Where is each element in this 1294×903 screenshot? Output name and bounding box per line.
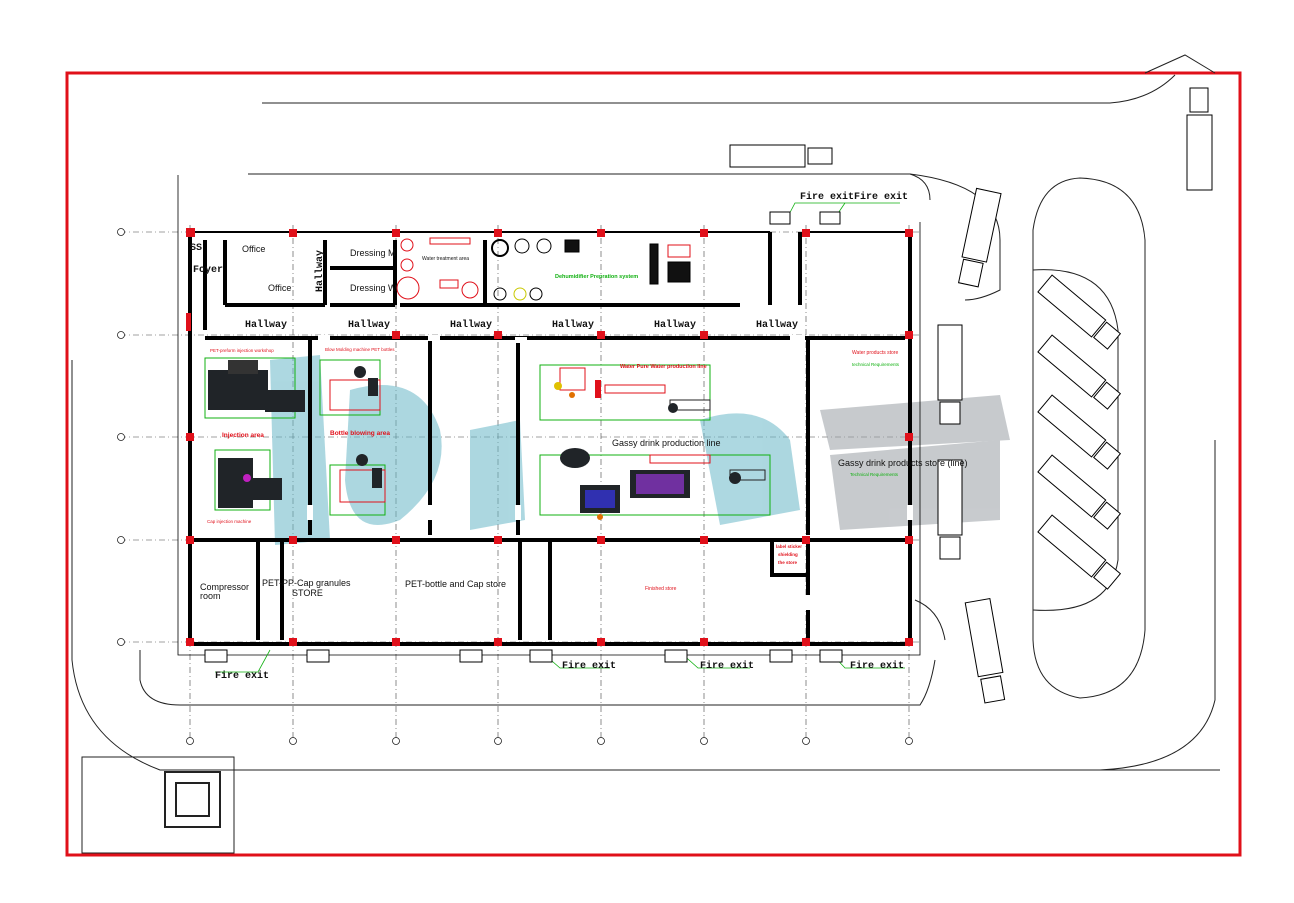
water-production-line <box>539 364 711 421</box>
label-compressor-2: room <box>200 591 221 601</box>
label-technical-req-2: Technical Requirements <box>850 472 899 477</box>
label-compressor-1: Compressor <box>200 582 249 592</box>
bottle-blowing-machines <box>319 359 386 516</box>
label-ss: SS <box>190 242 202 252</box>
label-foyer: Foyer <box>193 265 223 276</box>
label-fire-exit-top: Fire exitFire exit <box>800 191 908 203</box>
label-hallway-side: Hallway <box>314 250 326 292</box>
gassy-drink-line <box>539 448 771 520</box>
structural-columns <box>186 228 913 646</box>
label-pet-pp-store-2: STORE <box>292 588 323 598</box>
label-pet-bottle-store: PET-bottle and Cap store <box>405 579 506 589</box>
label-water-treatment: Water treatment area <box>422 256 469 262</box>
label-pet-preform: PET-preform injection workshop <box>210 348 274 353</box>
label-office-1: Office <box>242 244 265 254</box>
label-fire-exit-2: Fire exit <box>562 660 616 672</box>
label-hallway-3: Hallway <box>450 319 492 331</box>
watermark <box>270 355 1010 545</box>
label-office-2: Office <box>268 283 291 293</box>
label-shielding-1: label sticker <box>776 544 802 549</box>
label-shielding-2: shielding <box>778 552 798 557</box>
label-gassy-store: Gassy drink products store (line) <box>838 458 968 468</box>
label-shielding-3: the store <box>778 560 798 565</box>
exit-doors <box>204 211 843 663</box>
drawing-border <box>65 71 1242 857</box>
label-gassy-line: Gassy drink production line <box>612 438 721 448</box>
label-fire-exit-4: Fire exit <box>850 660 904 672</box>
parked-trucks <box>729 87 1213 704</box>
label-hallway-1: Hallway <box>245 319 287 331</box>
label-hallway-4: Hallway <box>552 319 594 331</box>
angled-parking-trucks <box>1037 274 1122 590</box>
door-openings <box>307 335 913 610</box>
label-fire-exit-3: Fire exit <box>700 660 754 672</box>
label-blow-molding: Blow Molding machine PET bottles <box>325 347 395 352</box>
label-water-store: Water products store <box>852 350 898 356</box>
label-dehumidifier: Dehumidifier Prepration system <box>555 274 638 280</box>
label-fire-exit-1: Fire exit <box>215 670 269 682</box>
label-hallway-5: Hallway <box>654 319 696 331</box>
label-water-line: Water Pure Water production line <box>620 364 707 370</box>
interior-walls <box>190 232 905 640</box>
label-finished-store: Finished store <box>645 586 677 592</box>
label-hallway-2: Hallway <box>348 319 390 331</box>
label-pet-pp-store-1: PET-PP-Cap granules <box>262 578 351 588</box>
label-cap-injection: Cap injection machine <box>207 519 252 524</box>
label-dressing-w: Dressing W <box>350 283 397 293</box>
injection-machines <box>204 357 305 511</box>
guard-house <box>81 756 1220 854</box>
label-bottle-blowing: Bottle blowing area <box>330 430 390 437</box>
dehumidifier-equipment <box>491 238 691 301</box>
label-hallway-6: Hallway <box>756 319 798 331</box>
water-treatment-equipment <box>396 237 479 300</box>
label-technical-req: technical Requirements <box>852 362 900 367</box>
label-dressing-m: Dressing M <box>350 248 396 258</box>
grid-bubbles <box>117 228 913 745</box>
label-injection-area: Injection area <box>222 432 264 439</box>
